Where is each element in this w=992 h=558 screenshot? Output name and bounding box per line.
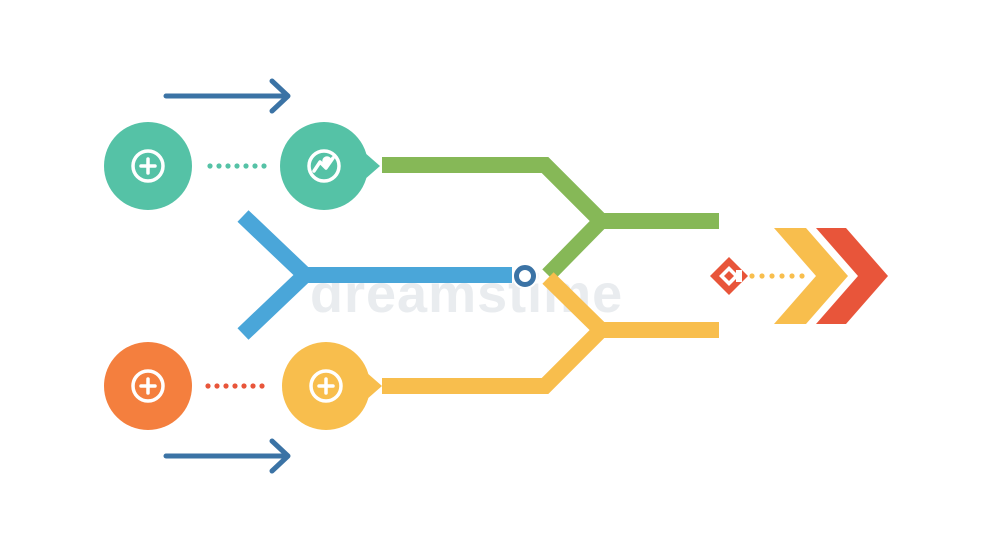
green-branch-line xyxy=(382,157,719,229)
plus-icon xyxy=(131,369,165,403)
arrow-right-icon-top xyxy=(163,78,291,114)
teal-node-left xyxy=(104,122,192,210)
green-merge-line xyxy=(542,215,607,281)
double-chevron-icon xyxy=(774,228,888,324)
dotted-connector-orange xyxy=(205,383,265,389)
yellow-merge-line xyxy=(542,272,607,336)
plus-icon xyxy=(131,149,165,183)
dotted-connector-teal xyxy=(207,163,267,169)
ring-icon xyxy=(512,263,538,289)
plus-icon xyxy=(309,369,343,403)
diamond-target-icon xyxy=(710,257,748,295)
yellow-node xyxy=(282,342,382,430)
teal-node-right xyxy=(280,122,380,210)
orange-node xyxy=(104,342,192,430)
dotted-connector-output xyxy=(749,273,805,279)
globe-icon xyxy=(307,149,341,183)
blue-fork-line xyxy=(237,210,512,340)
arrow-right-icon-bottom xyxy=(163,438,291,474)
yellow-branch-line xyxy=(382,322,719,394)
